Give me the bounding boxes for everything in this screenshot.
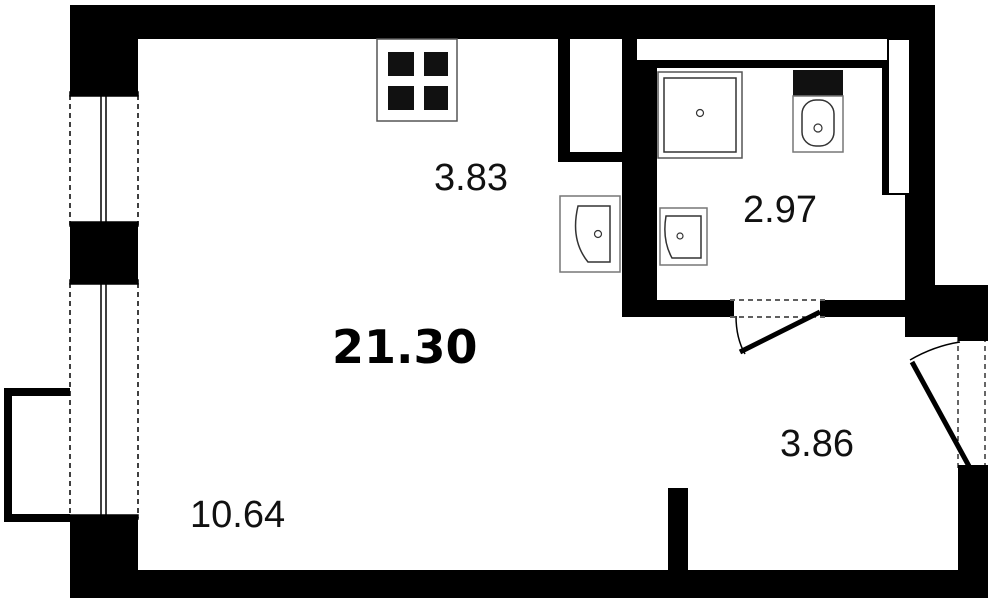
toilet-icon	[792, 70, 844, 153]
wall-top	[70, 5, 935, 39]
living-area-label: 10.64	[190, 494, 285, 536]
balcony-inner	[12, 396, 68, 514]
total-area-label: 21.30	[332, 320, 478, 374]
wall-stub	[668, 488, 688, 578]
window-icon	[69, 91, 139, 520]
wall-bathroom-bottom-right	[825, 300, 935, 317]
window-lower-top-sill	[69, 279, 139, 285]
partition-niche-bottom	[558, 152, 622, 162]
window-lower-bottom-sill	[69, 514, 139, 520]
kitchen-sink-icon	[559, 195, 621, 273]
wall-bathroom-bottom-left	[622, 300, 730, 317]
kitchen-area-label: 3.83	[434, 157, 508, 199]
partition-bathroom-right	[882, 60, 890, 195]
wall-bathroom-top	[645, 60, 885, 68]
window-upper-top-sill	[69, 91, 139, 97]
hallway-area-label: 3.86	[780, 423, 854, 465]
window-upper-frame	[70, 95, 138, 225]
wall-left-middle	[70, 225, 138, 283]
wall-right-lower	[958, 470, 988, 598]
walls	[70, 5, 988, 598]
door-swing-icon	[726, 299, 828, 355]
bathroom-sink-icon	[659, 207, 708, 266]
wall-left-upper	[70, 5, 138, 95]
partition-bathroom-inner	[637, 60, 657, 305]
wall-bathroom-left	[622, 39, 637, 317]
wall-bottom	[70, 570, 988, 598]
shower-tray-icon	[657, 71, 743, 159]
duct	[887, 38, 911, 195]
bathroom-area-label: 2.97	[743, 189, 817, 231]
stove-icon	[376, 38, 458, 122]
entrance-door-icon	[909, 333, 988, 473]
partition-niche	[558, 39, 570, 161]
window-lower-frame	[70, 283, 138, 518]
balcony-outline	[4, 388, 70, 522]
window-upper-bottom-sill	[69, 221, 139, 227]
